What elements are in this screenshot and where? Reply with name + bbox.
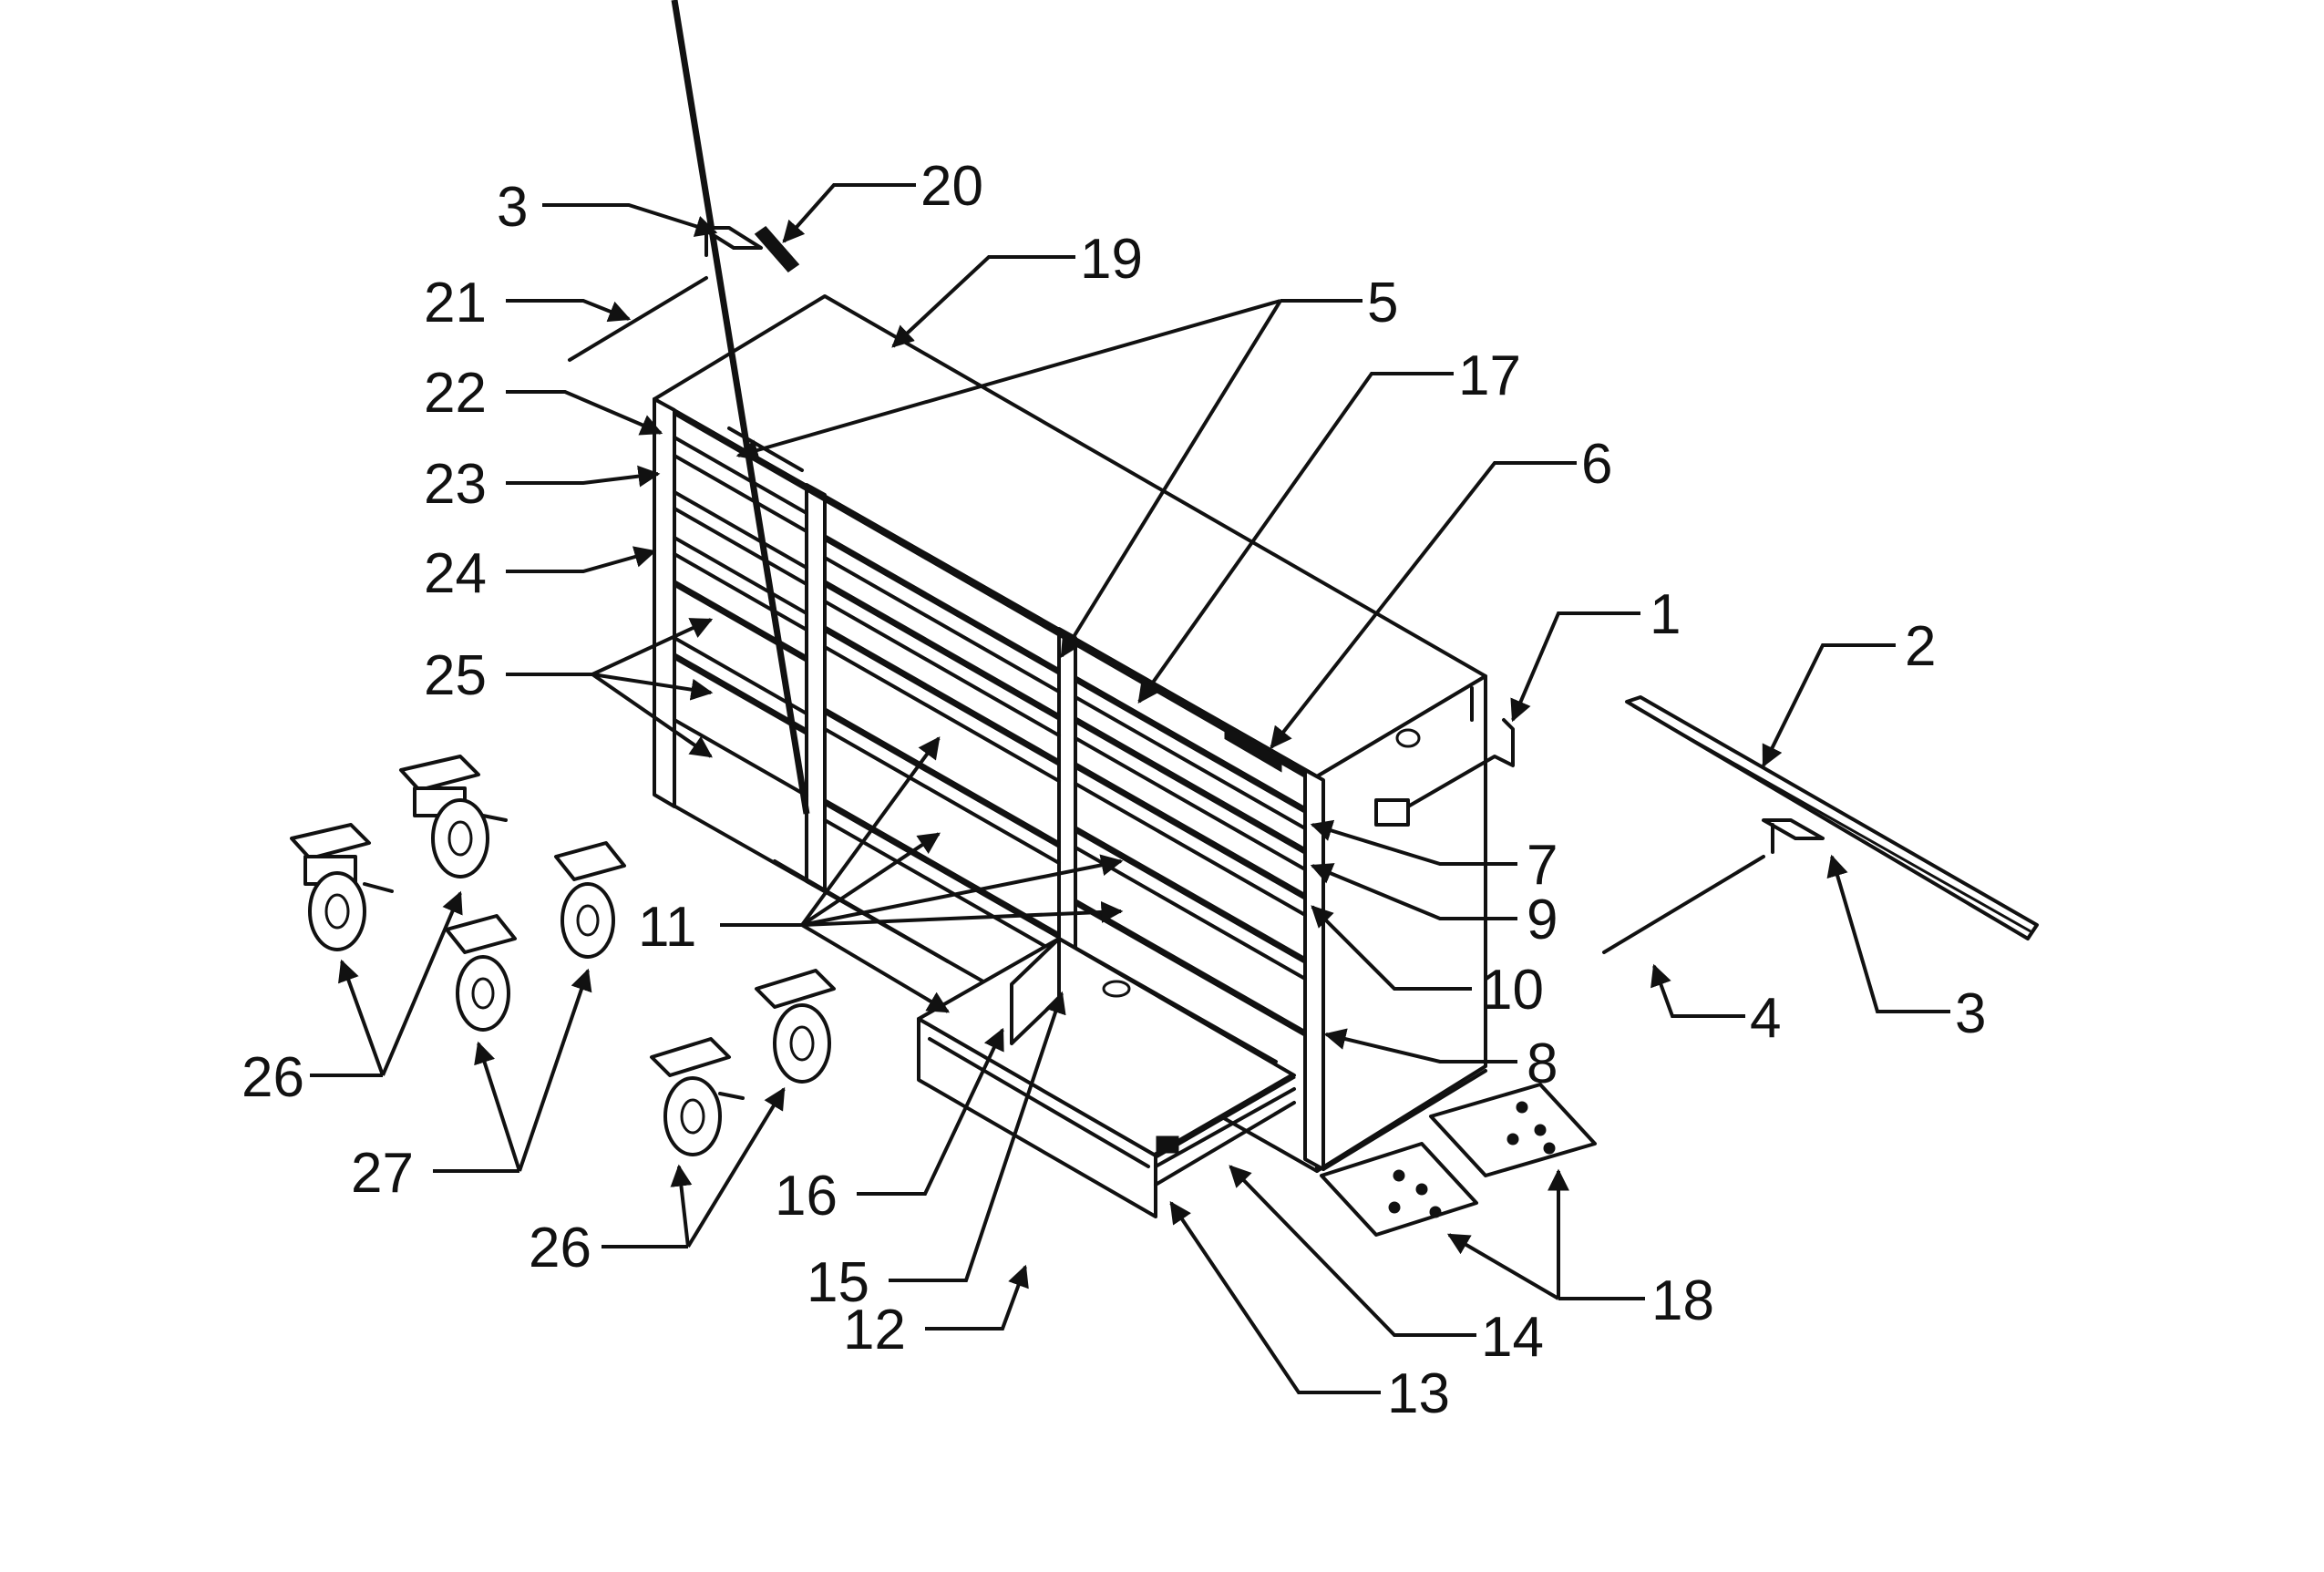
label-23: 23 — [424, 453, 487, 516]
label-3-right: 3 — [1955, 982, 1986, 1045]
label-26-top: 26 — [242, 1046, 304, 1109]
right-drawer-bank — [1074, 675, 1307, 1037]
label-17: 17 — [1458, 344, 1521, 407]
caster-brake-3 — [650, 1037, 745, 1156]
label-3-top: 3 — [497, 176, 528, 239]
label-9: 9 — [1527, 889, 1558, 951]
label-10: 10 — [1481, 959, 1544, 1022]
label-8: 8 — [1527, 1033, 1558, 1095]
label-18: 18 — [1651, 1269, 1714, 1332]
cabinet-body — [653, 0, 1515, 1173]
label-6: 6 — [1581, 433, 1612, 496]
label-26-bottom: 26 — [529, 1217, 591, 1279]
rod — [568, 276, 708, 362]
label-25: 25 — [424, 644, 487, 707]
side-rail — [1625, 695, 2039, 940]
top-trim — [673, 408, 1307, 778]
label-5: 5 — [1367, 272, 1398, 334]
caster-brake-4 — [755, 969, 836, 1084]
label-20: 20 — [920, 155, 983, 218]
label-14: 14 — [1481, 1306, 1544, 1369]
label-16: 16 — [775, 1165, 838, 1228]
label-19: 19 — [1080, 228, 1143, 291]
part-labels: 3 20 21 19 5 17 6 1 2 22 23 24 25 11 7 9… — [242, 155, 1986, 1425]
casters — [290, 755, 836, 1156]
feet-plates — [1320, 1083, 1597, 1237]
open-drawer — [917, 937, 1296, 1218]
side-lock — [1395, 728, 1421, 748]
caster-swivel-2 — [554, 841, 626, 959]
label-2: 2 — [1905, 615, 1936, 678]
label-11: 11 — [638, 896, 696, 959]
center-drawer-bank — [823, 534, 1061, 956]
handle — [1224, 722, 1282, 773]
label-15: 15 — [807, 1251, 869, 1314]
label-22: 22 — [424, 362, 487, 425]
leader-lines — [310, 183, 1950, 1394]
left-drawer-bank — [671, 0, 810, 815]
label-13: 13 — [1387, 1362, 1450, 1425]
label-4: 4 — [1750, 987, 1781, 1050]
label-12: 12 — [843, 1299, 906, 1361]
label-21: 21 — [424, 272, 487, 334]
rod-right — [1602, 855, 1765, 954]
caster-brake-1 — [290, 823, 394, 951]
label-27: 27 — [351, 1142, 414, 1205]
caster-swivel-1 — [445, 914, 517, 1032]
label-24: 24 — [424, 542, 487, 605]
label-1: 1 — [1650, 583, 1681, 646]
label-7: 7 — [1527, 834, 1558, 897]
right-bracket — [1762, 818, 1825, 854]
caster-brake-2 — [399, 755, 508, 878]
